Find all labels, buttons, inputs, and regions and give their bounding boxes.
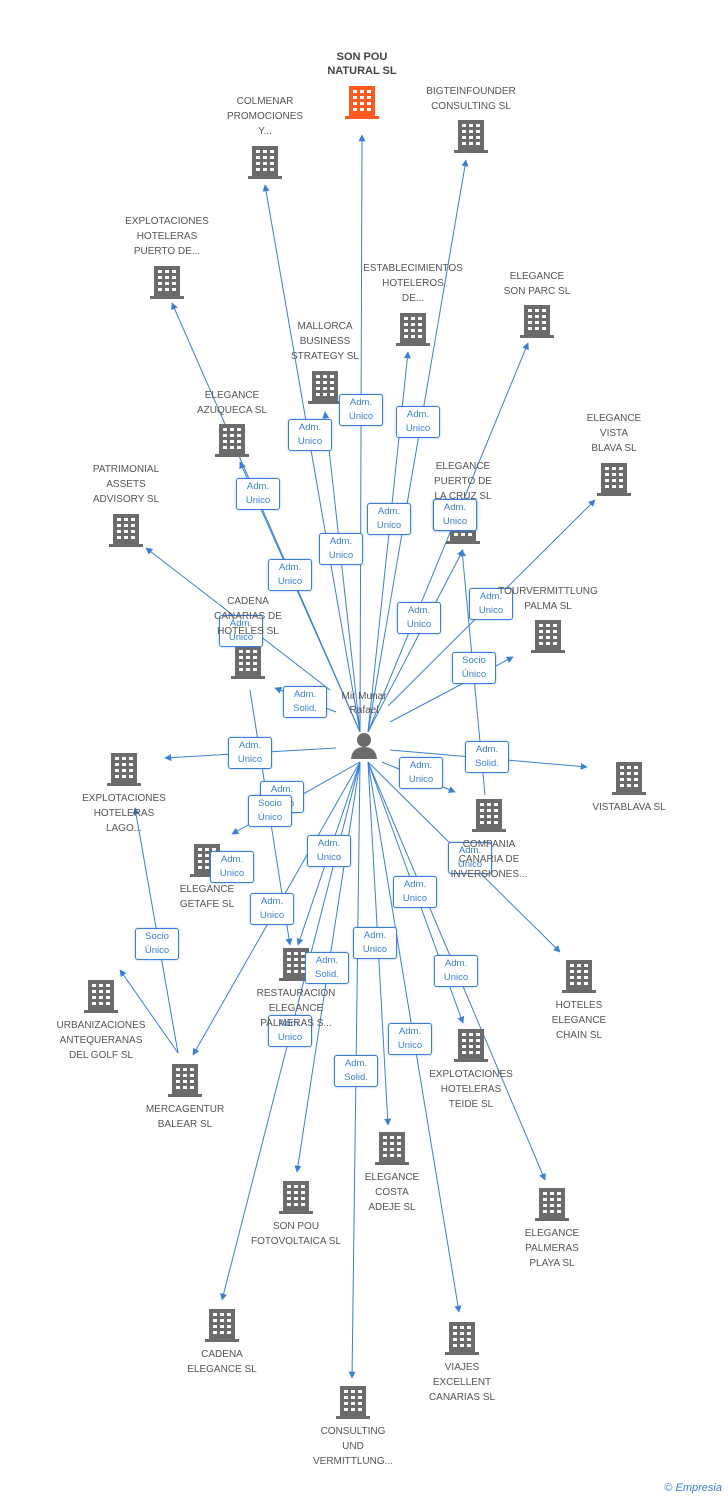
edge-elegance-puerto-cruz <box>367 549 464 733</box>
edge-label-explot-lago[interactable]: Adm. Unico <box>228 737 272 769</box>
edge-label-elegance-palmeras-playa[interactable]: Adm. Unico <box>434 955 478 987</box>
edge-label-hoteles-elegance-chain[interactable]: Adm. Unico <box>448 842 492 874</box>
person-label[interactable]: Mir Munar Rafael <box>341 691 387 716</box>
company-label-cadena-canarias[interactable]: CADENA CANARIAS DE HOTELES SL <box>214 596 282 637</box>
edge-label-mercagentur-to-explot-lago[interactable]: Socio Único <box>248 795 292 827</box>
building-icon-son-pou-fotovoltaica[interactable] <box>279 1181 313 1214</box>
building-icon-viajes-excellent[interactable] <box>445 1322 479 1355</box>
edge-label-son-pou-fotovoltaica[interactable]: Adm. Unico <box>268 1015 312 1047</box>
building-icon-explot-teide[interactable] <box>454 1029 488 1062</box>
building-icon-compania-inversiones[interactable] <box>472 799 506 832</box>
edge-label-consulting-und[interactable]: Adm. Solid. <box>334 1055 378 1087</box>
building-icon-explot-puerto[interactable] <box>150 266 184 299</box>
footer: ©Empresia <box>664 1482 722 1494</box>
building-icon-bigteinfounder[interactable] <box>454 120 488 153</box>
company-label-elegance-palmeras-playa[interactable]: ELEGANCE PALMERAS PLAYA SL <box>524 1228 580 1269</box>
edge-label-restauracion[interactable]: Adm. Unico <box>307 835 351 867</box>
company-label-urbanizaciones[interactable]: URBANIZACIONES ANTEQUERANAS DEL GOLF SL <box>56 1020 146 1061</box>
edge-elegance-son-parc <box>367 342 529 733</box>
building-icon-tourvermittlung[interactable] <box>531 620 565 653</box>
edge-label-compania-inversiones[interactable]: Adm. Unico <box>399 757 443 789</box>
edge-label-elegance-azuqueca[interactable]: Adm. Unico <box>268 559 312 591</box>
company-label-explot-teide[interactable]: EXPLOTACIONES HOTELERAS TEIDE SL <box>429 1069 513 1110</box>
edge-label-elegance-vista-blava[interactable]: Adm. Unico <box>469 588 513 620</box>
edge-label-cadena-elegance[interactable]: Adm. Unico <box>388 1023 432 1055</box>
company-label-patrimonial[interactable]: PATRIMONIAL ASSETS ADVISORY SL <box>92 464 160 505</box>
edge-label-patrimonial[interactable]: Adm. Unico <box>219 615 263 647</box>
company-label-colmenar[interactable]: COLMENAR PROMOCIONES Y... <box>226 96 304 137</box>
edge-bigteinfounder <box>367 159 469 733</box>
building-icon-cadena-canarias[interactable] <box>231 646 265 679</box>
edge-label-vistablava[interactable]: Adm. Solid. <box>465 741 509 773</box>
edge-colmenar <box>262 184 361 733</box>
edge-label-son-pou-natural[interactable]: Adm. Unico <box>339 394 383 426</box>
company-label-viajes-excellent[interactable]: VIAJES EXCELLENT CANARIAS SL <box>428 1362 496 1403</box>
building-icon-explot-lago[interactable] <box>107 753 141 786</box>
building-icon-elegance-vista-blava[interactable] <box>597 463 631 496</box>
edge-son-pou-natural <box>358 134 366 733</box>
company-label-explot-puerto[interactable]: EXPLOTACIONES HOTELERAS PUERTO DE... <box>125 216 209 257</box>
edge-label-compania-inversiones-to-elegance-puerto-cruz[interactable]: Adm. Unico <box>433 499 477 531</box>
empresia-logo[interactable]: Empresia <box>675 1482 722 1494</box>
company-label-son-pou-natural[interactable]: SON POU NATURAL SL <box>327 51 397 77</box>
edge-label-elegance-costa-adeje[interactable]: Adm. Unico <box>353 927 397 959</box>
building-icon-patrimonial[interactable] <box>109 514 143 547</box>
company-label-compania-inversiones[interactable]: COMPANIA CANARIA DE INVERSIONES... <box>450 839 528 880</box>
edge-label-cadena-canarias-to-restauracion[interactable]: Adm. Solid. <box>305 952 349 984</box>
edge-label-elegance-getafe[interactable]: Adm. Unico <box>210 851 254 883</box>
edge-label-mercagentur-to-urbanizaciones[interactable]: Socio Único <box>135 928 179 960</box>
company-label-cadena-elegance[interactable]: CADENA ELEGANCE SL <box>187 1349 257 1375</box>
edge-label-mallorca-business[interactable]: Adm. Unico <box>288 419 332 451</box>
company-label-elegance-puerto-cruz[interactable]: ELEGANCE PUERTO DE LA CRUZ SL <box>434 461 492 502</box>
building-icon-son-pou-natural[interactable] <box>345 86 379 119</box>
company-label-establecimientos[interactable]: ESTABLECIMIENTOS HOTELEROS DE... <box>363 263 463 304</box>
company-label-mallorca-business[interactable]: MALLORCA BUSINESS STRATEGY SL <box>291 321 359 362</box>
company-label-restauracion[interactable]: RESTAURACION ELEGANCE PALMERAS S... <box>256 988 336 1029</box>
company-label-son-pou-fotovoltaica[interactable]: SON POU FOTOVOLTAICA SL <box>250 1221 342 1247</box>
company-label-elegance-costa-adeje[interactable]: ELEGANCE COSTA ADEJE SL <box>364 1172 420 1213</box>
company-label-tourvermittlung[interactable]: TOURVERMITTLUNG PALMA SL <box>498 586 598 612</box>
edge-mercagentur-to-urbanizaciones <box>119 969 179 1054</box>
edge-label-bigteinfounder[interactable]: Adm. Unico <box>396 406 440 438</box>
company-label-mercagentur[interactable]: MERCAGENTUR BALEAR SL <box>145 1104 225 1130</box>
edge-label-cadena-canarias[interactable]: Adm. Solid. <box>283 686 327 718</box>
building-icon-hoteles-elegance-chain[interactable] <box>562 960 596 993</box>
building-icon-urbanizaciones[interactable] <box>84 980 118 1013</box>
edge-label-mercagentur[interactable]: Adm. Unico <box>250 893 294 925</box>
edge-mallorca-business <box>322 411 361 733</box>
edge-label-establecimientos[interactable]: Adm. Unico <box>367 503 411 535</box>
building-icon-consulting-und[interactable] <box>336 1386 370 1419</box>
building-icon-cadena-elegance[interactable] <box>205 1309 239 1342</box>
edge-label-explot-puerto[interactable]: Adm. Unico <box>236 478 280 510</box>
building-icon-establecimientos[interactable] <box>396 313 430 346</box>
company-label-elegance-azuqueca[interactable]: ELEGANCE AZUQUECA SL <box>196 390 268 416</box>
company-label-consulting-und[interactable]: CONSULTING UND VERMITTLUNG... <box>312 1426 393 1467</box>
building-icon-mallorca-business[interactable] <box>308 371 342 404</box>
building-icon-elegance-azuqueca[interactable] <box>215 424 249 457</box>
edge-label-explot-teide[interactable]: Adm. Unico <box>393 876 437 908</box>
building-icon-mercagentur[interactable] <box>168 1064 202 1097</box>
icons-layer <box>84 86 646 1419</box>
building-icon-colmenar[interactable] <box>248 146 282 179</box>
edge-label-elegance-puerto-cruz[interactable]: Adm. Unico <box>397 602 441 634</box>
building-icon-vistablava[interactable] <box>612 762 646 795</box>
copyright-symbol: © <box>664 1482 673 1494</box>
company-label-hoteles-elegance-chain[interactable]: HOTELES ELEGANCE CHAIN SL <box>551 1000 607 1041</box>
edge-label-colmenar[interactable]: Adm. Unico <box>319 533 363 565</box>
company-label-explot-lago[interactable]: EXPLOTACIONES HOTELERAS LAGO... <box>82 793 166 834</box>
company-label-bigteinfounder[interactable]: BIGTEINFOUNDER CONSULTING SL <box>426 86 516 112</box>
edge-label-tourvermittlung[interactable]: Socio Único <box>452 652 496 684</box>
company-label-elegance-getafe[interactable]: ELEGANCE GETAFE SL <box>179 884 235 910</box>
company-label-elegance-son-parc[interactable]: ELEGANCE SON PARC SL <box>503 271 571 297</box>
building-icon-elegance-son-parc[interactable] <box>520 305 554 338</box>
person-icon[interactable] <box>351 733 377 759</box>
company-label-vistablava[interactable]: VISTABLAVA SL <box>592 802 666 813</box>
building-icon-elegance-palmeras-playa[interactable] <box>535 1188 569 1221</box>
company-label-elegance-vista-blava[interactable]: ELEGANCE VISTA BLAVA SL <box>586 413 642 454</box>
building-icon-elegance-costa-adeje[interactable] <box>375 1132 409 1165</box>
